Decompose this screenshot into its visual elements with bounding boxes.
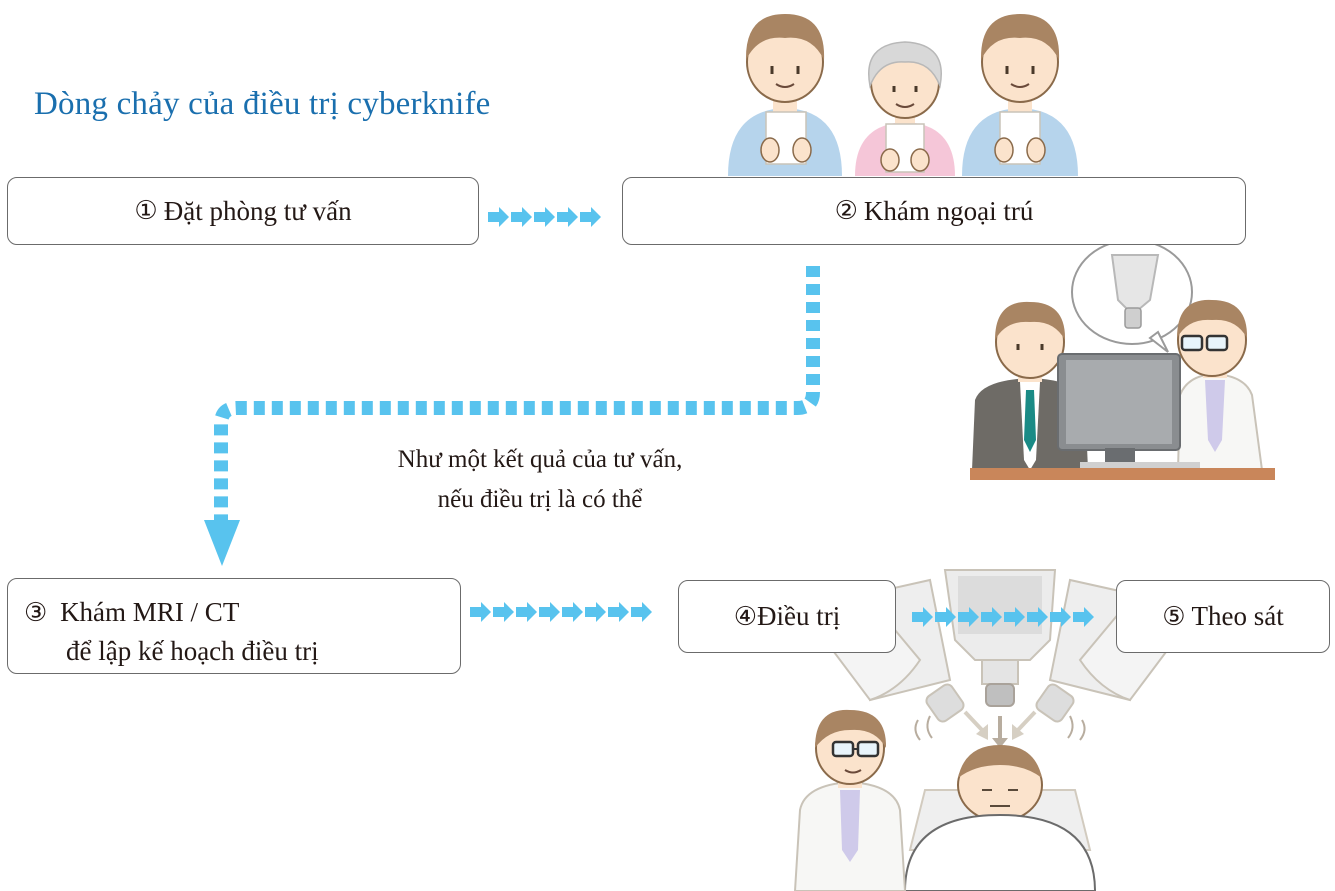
patient-on-table-illustration [903,745,1097,891]
step-2-number: ② [834,196,858,226]
step-5-number: ⑤ [1162,601,1186,632]
step-3-number: ③ [24,598,48,628]
connector-dotted-path [204,266,820,566]
arrow-step4-to-step5 [912,605,1096,629]
step-4-box: ④ Điều trị [678,580,896,653]
step-2-box: ② Khám ngoại trú [622,177,1246,245]
step-5-label: Theo sát [1191,601,1284,631]
patients-illustration [728,14,1078,176]
step-4-label: Điều trị [757,601,841,631]
doctors-at-computer-illustration [970,239,1275,480]
step-1-box: ① Đặt phòng tư vấn [7,177,479,245]
step-1-number: ① [134,196,158,226]
step-1-label: Đặt phòng tư vấn [163,195,352,226]
step-3-label-line1: Khám MRI / CT [60,597,240,627]
step-5-box: ⑤ Theo sát [1116,580,1330,653]
page-title: Dòng chảy của điều trị cyberknife [34,86,491,122]
condition-note: Như một kết quả của tư vấn, nếu điều trị… [300,440,780,520]
arrow-step1-to-step2 [488,205,603,229]
step-3-label-line2: để lập kế hoạch điều trị [66,636,319,666]
condition-note-line2: nếu điều trị là có thể [437,486,643,513]
arrow-step3-to-step4 [470,600,654,624]
doctor-illustration [793,709,907,891]
step-2-label: Khám ngoại trú [863,195,1034,226]
condition-note-line1: Như một kết quả của tư vấn, [397,446,683,473]
step-4-number: ④ [733,601,758,632]
step-3-box: ③ Khám MRI / CT để lập kế hoạch điều trị [7,578,461,674]
